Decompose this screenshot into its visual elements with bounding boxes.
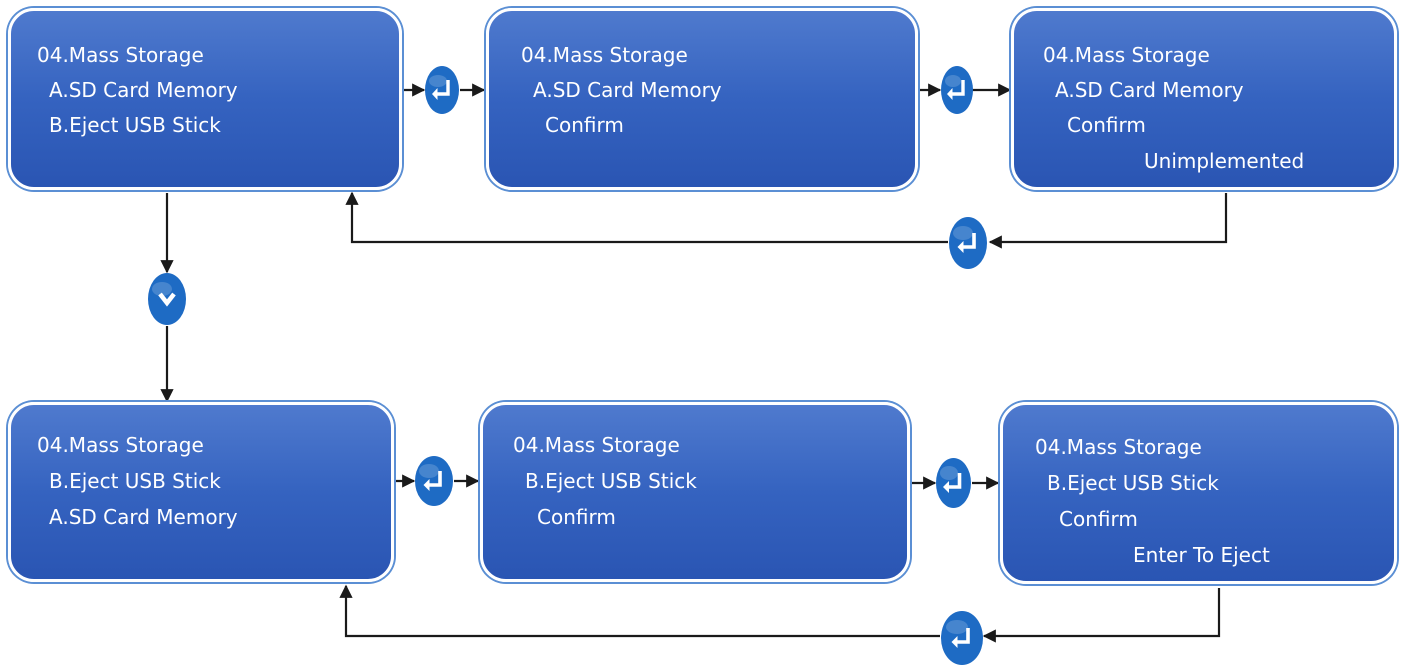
- screen-title: 04.Mass Storage: [521, 43, 688, 67]
- screen-title: 04.Mass Storage: [513, 433, 680, 457]
- screen-title: 04.Mass Storage: [37, 43, 204, 67]
- screen-title: 04.Mass Storage: [1043, 43, 1210, 67]
- enter-key-icon: [949, 217, 987, 269]
- arrow-top-return-b: [345, 191, 948, 244]
- arrow-bottom-return-b: [339, 584, 940, 638]
- menu-item-eject-usb: B.Eject USB Stick: [525, 469, 697, 493]
- down-key-icon: [148, 273, 186, 325]
- menu-item-sd-card: A.SD Card Memory: [49, 505, 238, 529]
- arrow-bottom-return-a: [982, 588, 1221, 643]
- enter-key-icon: [415, 456, 453, 506]
- enter-key-icon: [425, 66, 459, 114]
- screen-sd-confirm: 04.Mass Storage A.SD Card Memory Confirm: [486, 8, 918, 190]
- confirm-label: Confirm: [1059, 507, 1138, 531]
- screen-usb-menu: 04.Mass Storage B.Eject USB Stick A.SD C…: [8, 402, 394, 582]
- enter-key-icon: [936, 458, 971, 508]
- confirm-label: Confirm: [537, 505, 616, 529]
- enter-key-icon: [941, 66, 973, 114]
- screen-sd-menu: 04.Mass Storage A.SD Card Memory B.Eject…: [8, 8, 402, 190]
- enter-key-icon: [941, 611, 983, 665]
- screen-title: 04.Mass Storage: [37, 433, 204, 457]
- menu-item-eject-usb: B.Eject USB Stick: [1047, 471, 1219, 495]
- menu-item-sd-card: A.SD Card Memory: [1055, 78, 1244, 102]
- screen-usb-result: 04.Mass Storage B.Eject USB Stick Confir…: [1000, 402, 1397, 584]
- menu-item-eject-usb: B.Eject USB Stick: [49, 469, 221, 493]
- menu-item-sd-card: A.SD Card Memory: [533, 78, 722, 102]
- screen-title: 04.Mass Storage: [1035, 435, 1202, 459]
- confirm-label: Confirm: [545, 113, 624, 137]
- screen-usb-confirm: 04.Mass Storage B.Eject USB Stick Confir…: [480, 402, 910, 582]
- screen-sd-result: 04.Mass Storage A.SD Card Memory Confirm…: [1011, 8, 1397, 190]
- menu-item-eject-usb: B.Eject USB Stick: [49, 113, 221, 137]
- menu-item-sd-card: A.SD Card Memory: [49, 78, 238, 102]
- status-message: Enter To Eject: [1133, 543, 1270, 567]
- confirm-label: Confirm: [1067, 113, 1146, 137]
- arrow-top-return-a: [988, 193, 1228, 249]
- status-message: Unimplemented: [1144, 149, 1305, 173]
